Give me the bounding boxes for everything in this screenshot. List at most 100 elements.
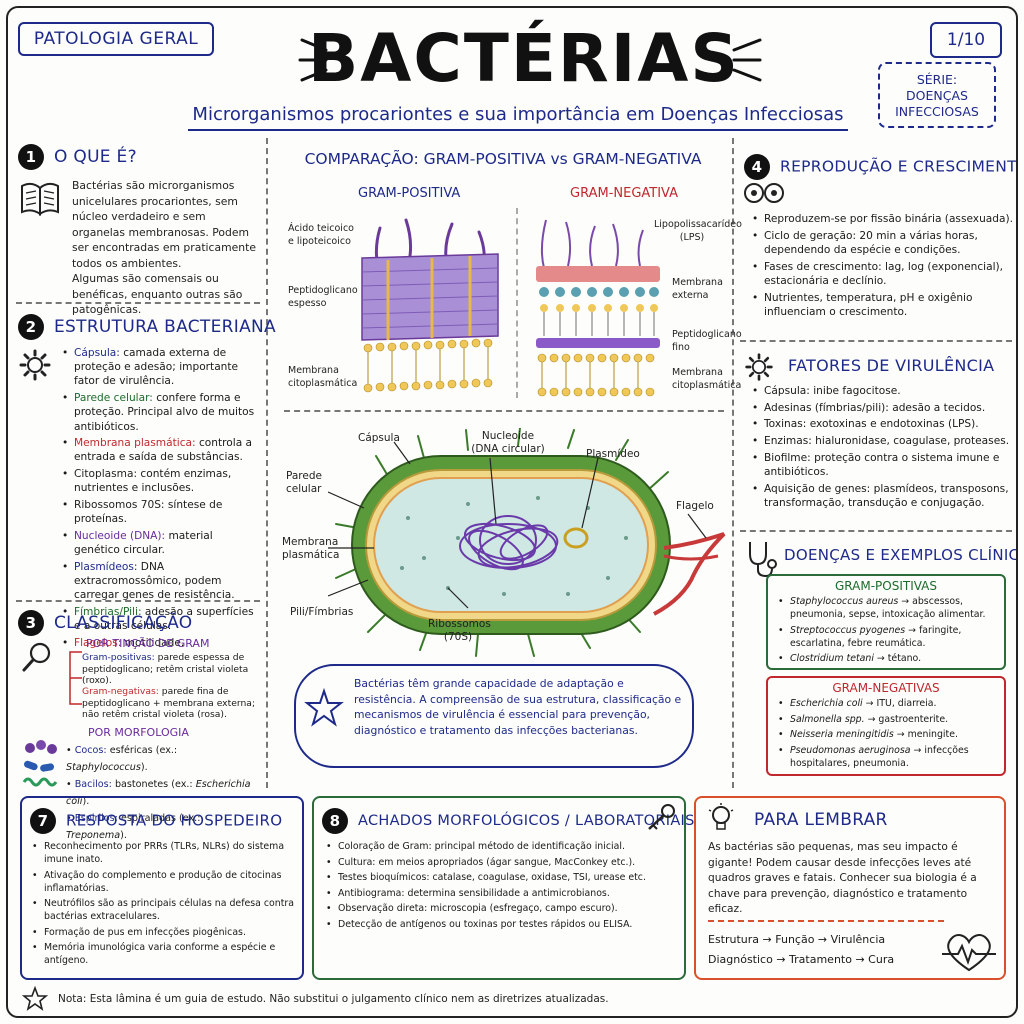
label-plasmid: Plasmídeo (586, 448, 640, 460)
structure-term: Citoplasma: (74, 468, 138, 481)
gram-negative-wall-diagram (536, 219, 660, 397)
star-icon (304, 688, 344, 727)
series-label: SÉRIE: (916, 72, 958, 87)
label-capsule: Cápsula (358, 432, 400, 444)
section-lembrar-box (694, 796, 1006, 980)
cytoplasmic-membrane (363, 338, 493, 393)
lab-finding-item: Antibiograma: determina sensibilidade a … (326, 887, 676, 900)
structure-item: Flagelos: motilidade. (62, 636, 260, 650)
host-response-list: Reconhecimento por PRRs (TLRs, NLRs) do … (22, 834, 302, 967)
lab-finding-item: Observação direta: microscopia (esfregaç… (326, 902, 676, 915)
structure-item: Fímbrias/Pili: adesão a superfícies e a … (62, 605, 260, 633)
structure-text: DNA extracromossômico, podem carregar ge… (74, 560, 235, 602)
thin-peptidoglycan (536, 338, 660, 348)
outer-membrane-top (536, 266, 660, 282)
host-response-item: Ativação do complemento e produção de ci… (32, 869, 294, 895)
species-name: Pseudomonas aeruginosa (790, 744, 911, 756)
title-rays-left (298, 38, 328, 82)
structure-term: Membrana plasmática: (74, 437, 196, 450)
cocos-item: • Cocos: esféricas (ex.: Staphylococcus)… (66, 745, 178, 773)
structure-term: Cápsula: (74, 347, 120, 359)
leader-lines (328, 441, 707, 609)
divider-s5 (740, 530, 1012, 532)
structure-term: Ribossomos 70S: (74, 499, 165, 512)
espirilos-term: Espirilos: (74, 813, 118, 824)
nucleoid (459, 515, 559, 571)
lab-finding-item: Detecção de antígenos ou toxinas por tes… (326, 918, 676, 931)
structure-item: Plasmídeos: DNA extracromossômico, podem… (62, 560, 260, 603)
page-number: 1/10 (930, 22, 1002, 58)
gram-negative-item: Gram-negativas: parede fina de peptidogl… (82, 686, 258, 721)
lab-finding-item: Cultura: em meios apropriados (ágar sang… (326, 856, 676, 869)
disease-text: → abscessos, pneumonia, sepse, intoxicaç… (790, 596, 986, 620)
heart-pulse-icon (942, 934, 996, 972)
morphology-subtitle: POR MORFOLOGIA (88, 726, 189, 739)
study-sheet: PATOLOGIA GERAL 1/10 SÉRIE: DOENÇAS INFE… (6, 6, 1018, 1018)
gram-negative-diseases-list: Escherichia coli → ITU, diarreia.Salmone… (768, 695, 1004, 770)
divider-s1 (16, 302, 260, 304)
label-nucleoid: Nucleoide (DNA circular) (471, 430, 545, 455)
bacilos-item: • Bacilos: bastonetes (ex.: Escherichia … (66, 779, 251, 807)
disease-text: → gastroenterite. (864, 713, 949, 725)
species-name: Staphylococcus aureus (790, 596, 899, 607)
espirilos-close: ). (120, 830, 127, 841)
lab-finding-item: Coloração de Gram: principal método de i… (326, 840, 676, 853)
section-title-text: CLASSIFICAÇÃO (54, 613, 193, 633)
gram-positive-title: GRAM-POSITIVA (358, 186, 461, 201)
disease-item: Pseudomonas aeruginosa → infecções hospi… (778, 744, 996, 770)
structure-term: Nucleoide (DNA): (74, 529, 166, 542)
host-response-item: Memória imunológica varia conforme a esp… (32, 941, 294, 967)
morphology-list: • Cocos: esféricas (ex.: Staphylococcus)… (66, 742, 260, 844)
footer-star-icon (22, 986, 48, 1011)
lab-finding-item: Testes bioquímicos: catalase, coagulase,… (326, 871, 676, 884)
structure-item: Parede celular: confere forma e proteção… (62, 391, 260, 434)
label-ribosomes: Ribossomos (70S) (428, 618, 491, 643)
reproduction-item: Reproduzem-se por fissão binária (assexu… (752, 212, 1014, 226)
summary-cloud (294, 664, 694, 768)
disease-item: Escherichia coli → ITU, diarreia. (778, 697, 996, 710)
host-response-item: Neutrófilos são as principais células na… (32, 897, 294, 923)
cocos-example: Staphylococcus (66, 762, 141, 773)
disease-text: → infecções hospitalares, pneumonia. (790, 744, 969, 769)
footer-note: Nota: Esta lâmina é um guia de estudo. N… (58, 993, 609, 1005)
virulence-item: Aquisição de genes: plasmídeos, transpos… (752, 482, 1014, 510)
label-flagellum: Flagelo (676, 500, 714, 512)
species-name: Neisseria meningitidis (790, 729, 894, 740)
title-rays-right (732, 38, 762, 82)
remember-flow: Estrutura → Função → Virulência Diagnóst… (708, 930, 894, 970)
disease-item: Streptococcus pyogenes → faringite, esca… (778, 624, 996, 650)
host-response-item: Reconhecimento por PRRs (TLRs, NLRs) do … (32, 840, 294, 866)
lab-findings-list: Coloração de Gram: principal método de i… (314, 834, 684, 931)
divider-compare-mid (516, 208, 518, 398)
bacillus-icon (24, 760, 38, 771)
cocos-term: Cocos: (74, 745, 107, 756)
gear-icon (745, 353, 773, 381)
disease-item: Neisseria meningitidis → meningite. (778, 728, 996, 741)
thick-peptidoglycan (361, 253, 499, 341)
course-tag: PATOLOGIA GERAL (18, 22, 214, 56)
diseases-title: DOENÇAS E EXEMPLOS CLÍNICOS (784, 546, 1018, 564)
section-number: 3 (18, 610, 44, 636)
label-cell-wall: Parede celular (286, 470, 322, 495)
gram-positive-wall-diagram (361, 218, 499, 393)
bacilos-example: Escherichia coli (66, 779, 251, 807)
bacilos-text: bastonetes (ex.: (111, 779, 196, 790)
virulence-item: Adesinas (fímbrias/pili): adesão a tecid… (752, 401, 1014, 415)
page-title: BACTÉRIAS (308, 20, 740, 97)
reproduction-item: Ciclo de geração: 20 min a várias horas,… (752, 229, 1014, 257)
structure-text: adesão a superfícies e a outras células. (74, 605, 254, 633)
binary-fission-icon (744, 183, 784, 203)
section-number: 4 (744, 154, 770, 180)
section-1-paragraph-2: Algumas são comensais ou benéficas, enqu… (72, 272, 243, 316)
section-title-text: ACHADOS MORFOLÓGICOS / LABORATORIAIS (358, 813, 695, 829)
disease-item: Staphylococcus aureus → abscessos, pneum… (778, 595, 996, 621)
inner-membrane (537, 353, 655, 397)
section-title-text: ESTRUTURA BACTERIANA (54, 317, 276, 337)
cytoplasm (373, 477, 649, 613)
disease-text: → ITU, diarreia. (862, 698, 937, 709)
section-1-text: Bactérias são microrganismos unicelulare… (72, 178, 262, 318)
gram-positive-diseases-box: GRAM-POSITIVAS Staphylococcus aureus → a… (766, 574, 1006, 670)
